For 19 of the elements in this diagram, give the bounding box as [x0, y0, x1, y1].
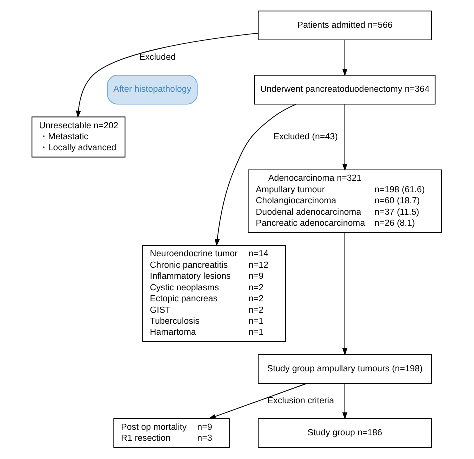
arrow [342, 232, 348, 356]
node-box: Study group n=186 [258, 418, 432, 448]
arrow [215, 104, 297, 247]
node-box: Patients admitted n=566 [258, 10, 432, 41]
node-box: Study group ampullary tumours (n=198) [258, 354, 432, 384]
node-box: Post op mortality n=9 R1 resection n=3 [114, 418, 230, 448]
node-box: After histopathology [107, 75, 198, 105]
arrow [208, 383, 308, 420]
arrow [342, 383, 348, 420]
arrow [76, 33, 259, 118]
edge-label: Exclusion criteria [268, 395, 334, 406]
node-box: Neuroendocrine tumor n=14 Chronic pancreatitis n=12 Inflammatory lesions n=9 Cystic neoplasms n=2 Ectopic pancreas n=2 GIST n=2 Tuberculosis n=1 Hamartoma n=1 [142, 245, 286, 342]
arrow [342, 40, 348, 76]
edge-label: Excluded [140, 52, 176, 62]
node-box: Adenocarcinoma n=321 Ampullary tumour n=198 (61.6) Cholangiocarcinoma n=60 (18.7) Duodenal adenocarcinoma n=37 (11.5) Pancreatic adenocarcinoma n=26 (8.1) [248, 170, 442, 234]
arrow [342, 104, 348, 172]
node-box: Underwent pancreatoduodenectomy n=364 [254, 75, 436, 105]
node-box: Unresectable n=202 ・Metastatic ・Locally advanced [32, 116, 126, 158]
edge-label: Excluded (n=43) [274, 131, 338, 142]
